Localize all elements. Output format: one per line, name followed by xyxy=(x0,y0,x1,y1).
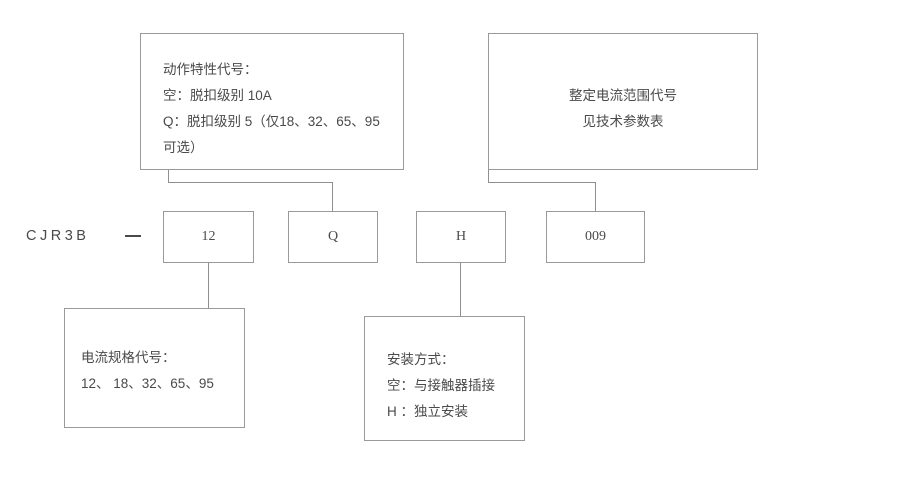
code-box-setting-current-range[interactable]: 009 xyxy=(546,211,645,263)
connector-h-to-mounting-note xyxy=(460,263,461,316)
note-action-line-3: Q：脱扣级别 5（仅18、32、65、95 xyxy=(163,114,380,129)
note-setting-current-range: 整定电流范围代号 见技术参数表 xyxy=(488,33,758,170)
code-value-current-rating: 12 xyxy=(201,229,216,244)
note-mounting-type: 安装方式： 空：与接触器插接 H ：独立安装 xyxy=(364,316,525,441)
code-value-setting-current-range: 009 xyxy=(585,229,606,244)
connector-action-note-to-q xyxy=(332,182,333,211)
connector-12-to-current-note xyxy=(208,263,209,308)
model-separator-dash xyxy=(125,235,141,237)
note-current-rating: 电流规格代号： 12、 18、32、65、95 xyxy=(64,308,245,428)
connector-range-note-to-009 xyxy=(595,182,596,211)
connector-range-note-horizontal xyxy=(488,182,596,183)
note-range-line-2: 见技术参数表 xyxy=(582,114,664,129)
note-current-line-2: 12、 18、32、65、95 xyxy=(81,376,214,391)
model-prefix: CJR3B xyxy=(26,228,90,244)
connector-action-note-stem xyxy=(168,170,169,183)
note-action-line-1: 动作特性代号： xyxy=(163,62,258,77)
code-value-action-characteristic: Q xyxy=(327,229,339,244)
code-box-current-rating[interactable]: 12 xyxy=(163,211,254,263)
note-action-characteristic: 动作特性代号： 空：脱扣级别 10A Q：脱扣级别 5（仅18、32、65、95… xyxy=(140,33,404,170)
code-box-mounting-type[interactable]: H xyxy=(416,211,506,263)
code-box-action-characteristic[interactable]: Q xyxy=(288,211,378,263)
note-action-line-2: 空：脱扣级别 10A xyxy=(163,88,272,103)
connector-action-note-horizontal xyxy=(168,182,333,183)
note-mounting-line-1: 安装方式： xyxy=(387,352,455,367)
note-mounting-line-2: 空：与接触器插接 xyxy=(387,378,495,393)
note-current-line-1: 电流规格代号： xyxy=(81,350,176,365)
code-value-mounting-type: H xyxy=(455,229,467,244)
note-action-line-4: 可选） xyxy=(163,140,204,155)
connector-range-note-stem xyxy=(488,170,489,183)
note-range-line-1: 整定电流范围代号 xyxy=(569,88,677,103)
note-mounting-line-3: H ：独立安装 xyxy=(387,404,468,419)
